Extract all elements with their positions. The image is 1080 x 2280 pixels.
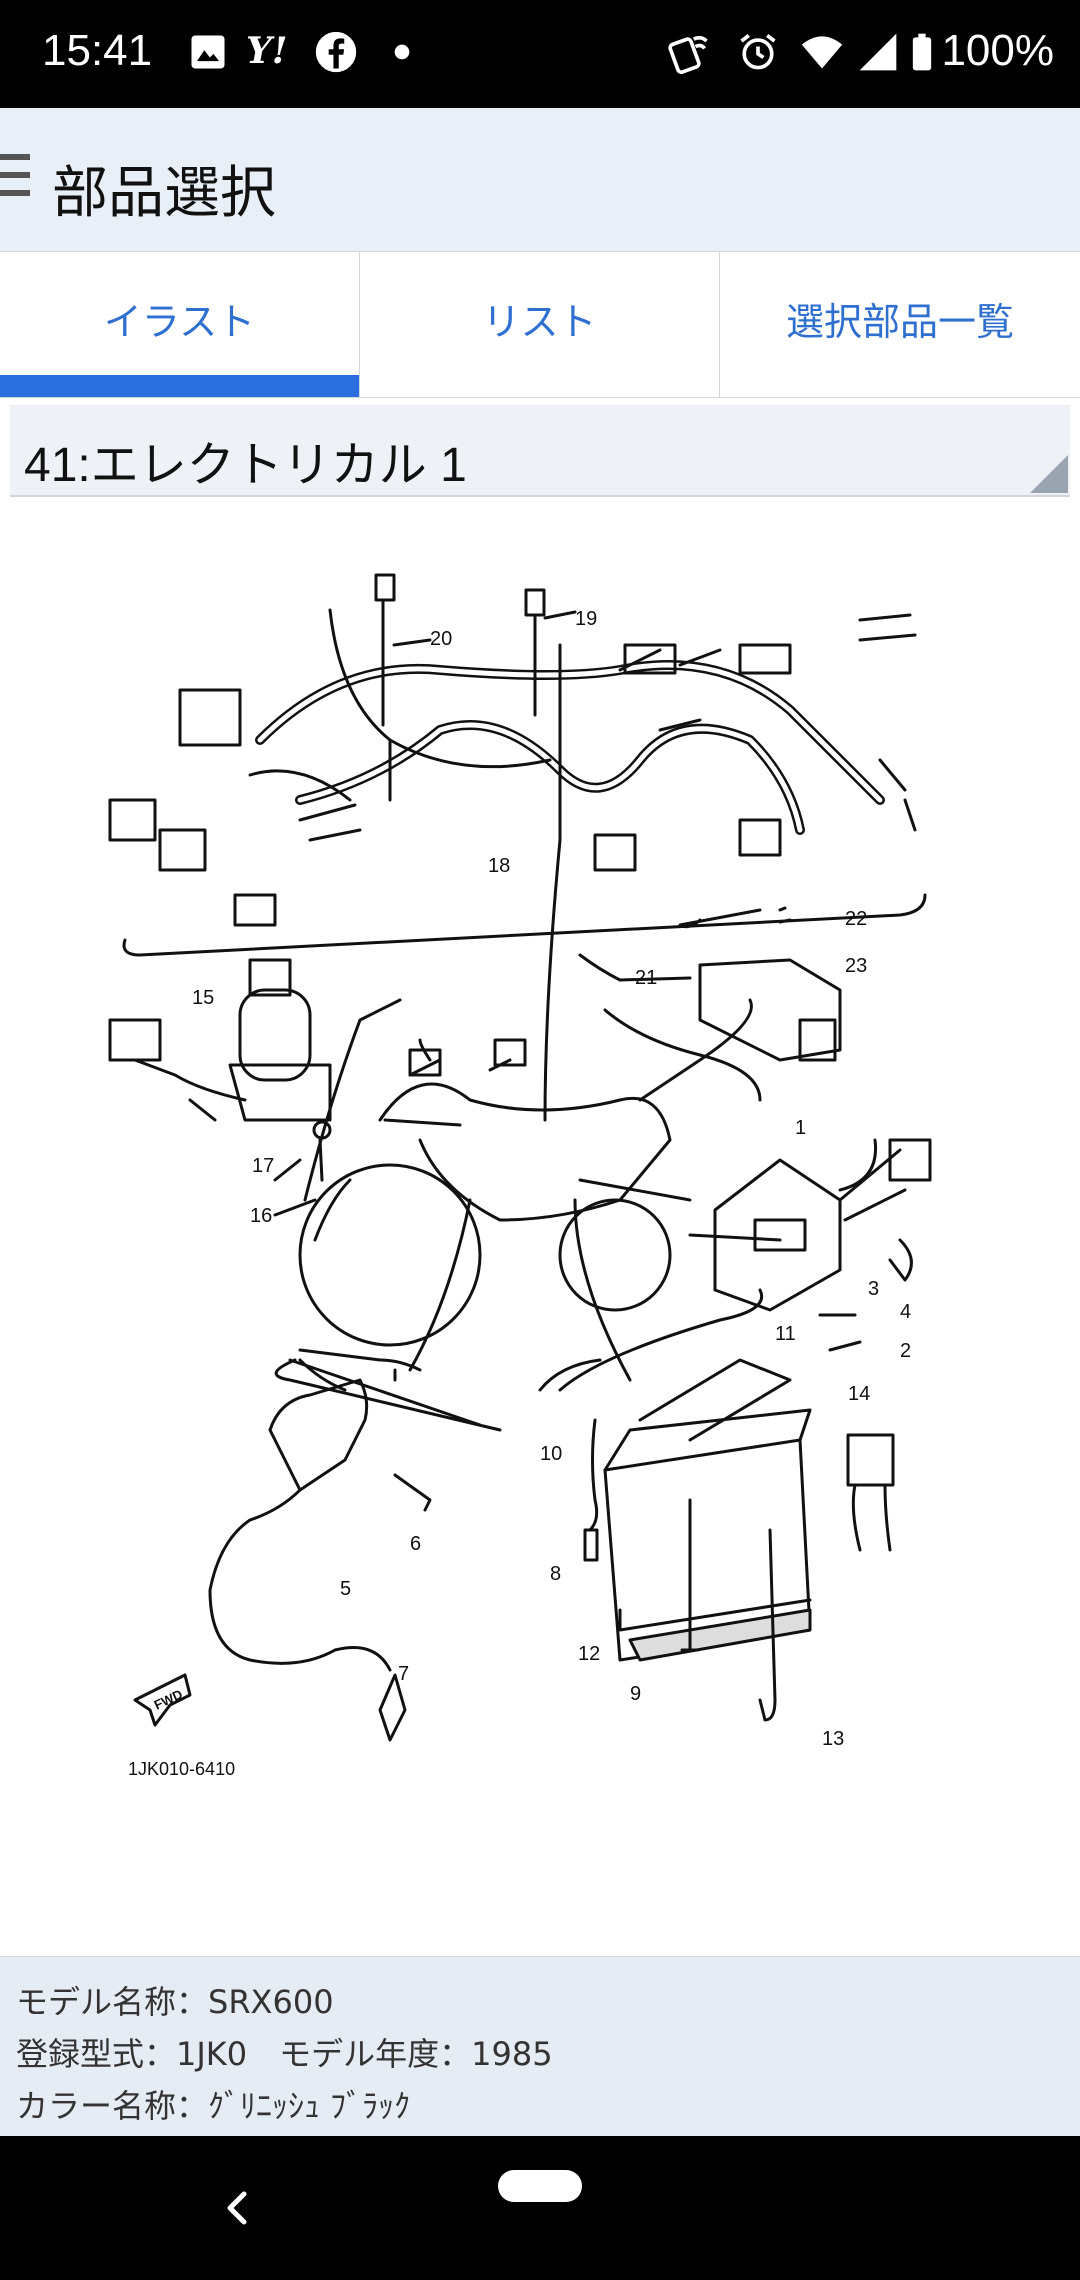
back-icon[interactable] [212,2178,262,2238]
part-label-4: 4 [900,1301,911,1323]
system-nav-bar [0,2136,1080,2280]
part-label-22: 22 [845,908,867,930]
registration-year: 登録型式：1JK0 モデル年度：1985 [16,2035,553,2073]
part-label-6: 6 [410,1533,421,1555]
part-label-2: 2 [900,1340,911,1362]
yahoo-icon: Y! [246,30,288,72]
part-label-19: 19 [575,608,597,630]
battery-icon [912,33,932,71]
color-name: カラー名称：ｸﾞﾘﾆｯｼｭ ﾌﾞﾗｯｸ [16,2087,411,2125]
diagram-code: 1JK010-6410 [128,1759,235,1779]
dot-icon [394,44,410,60]
section-selector[interactable]: 41:エレクトリカル 1 [10,405,1070,497]
section-title: 41:エレクトリカル 1 [24,439,467,492]
part-label-23: 23 [845,955,867,977]
parts-diagram[interactable]: 20 19 18 22 23 21 15 17 16 1 3 4 2 11 14… [0,500,1080,1950]
part-label-13: 13 [822,1728,844,1750]
part-label-20: 20 [430,628,452,650]
model-info: モデル名称：SRX600 登録型式：1JK0 モデル年度：1985 カラー名称：… [0,1956,1080,2137]
image-icon [191,35,225,69]
home-pill[interactable] [498,2170,582,2202]
tab-list[interactable]: リスト [360,252,720,397]
tab-bar: イラスト リスト 選択部品一覧 [0,251,1080,398]
part-label-10: 10 [540,1443,562,1465]
part-label-14: 14 [848,1383,870,1405]
part-label-8: 8 [550,1563,561,1585]
parts-illustration: 20 19 18 22 23 21 15 17 16 1 3 4 2 11 14… [108,573,932,1779]
part-label-11: 11 [775,1323,796,1345]
part-label-3: 3 [868,1278,879,1300]
part-label-21: 21 [635,967,657,989]
alarm-icon [740,34,776,70]
nfc-icon [668,35,708,74]
wifi-icon [801,36,843,69]
menu-icon[interactable] [0,154,30,202]
tab-selected-parts[interactable]: 選択部品一覧 [785,300,1014,344]
status-time: 15:41 [42,26,153,75]
signal-icon [859,33,897,71]
part-label-9: 9 [630,1683,641,1705]
part-label-17: 17 [252,1155,274,1177]
part-label-18: 18 [488,855,510,877]
part-label-5: 5 [340,1578,351,1600]
part-label-7: 7 [398,1663,409,1685]
battery-percent: 100% [941,26,1054,75]
facebook-icon [315,31,357,73]
part-label-15: 15 [192,987,214,1009]
tab-illustration[interactable]: イラスト [0,252,360,397]
part-label-16: 16 [250,1205,272,1227]
app-bar: 部品選択 [0,108,1080,251]
part-label-1: 1 [795,1117,806,1139]
dropdown-corner-icon [1030,455,1068,493]
page-title: 部品選択 [52,161,276,226]
model-name: モデル名称：SRX600 [16,1983,334,2021]
status-bar: 15:41 Y! 100% [0,0,1080,108]
part-label-12: 12 [578,1643,600,1665]
